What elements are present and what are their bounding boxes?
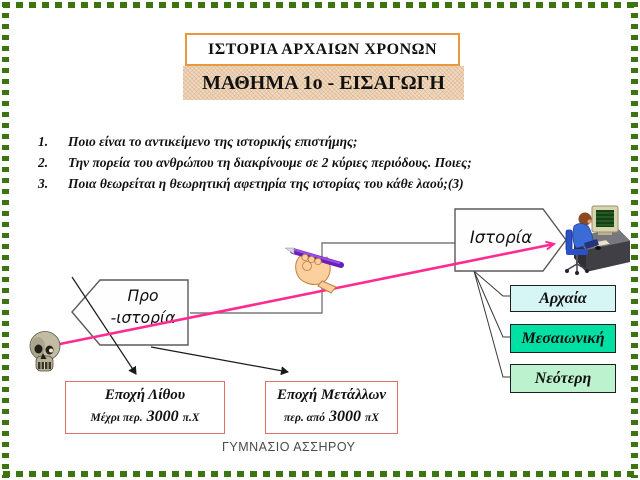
question-text: Την πορεία του ανθρώπου τη διακρίνουμε σ… [68,155,472,170]
era-metal-title: Εποχή Μετάλλων [276,387,387,403]
page-title: ΙΣΤΟΡΙΑ ΑΡΧΑΙΩΝ ΧΡΟΝΩΝ [185,33,460,66]
dashed-border-top [3,2,637,8]
era-stone-title: Εποχή Λίθου [104,387,186,403]
period-box-ancient: Αρχαία [510,285,616,312]
dashed-border-bottom [3,471,637,477]
question-item: 1. Ποιο είναι το αντικείμενο της ιστορικ… [38,131,613,152]
era-metal-dates: περ. από 3000 πΧ [266,408,397,426]
step-connector-line [190,242,457,314]
question-text: Ποια θεωρείται η θεωρητική αφετηρία της … [68,176,464,191]
question-number: 2. [38,155,49,170]
question-number: 3. [38,176,49,191]
period-box-modern: Νεότερη [510,364,616,393]
lesson-subtitle: ΜΑΘΗΜΑ 1ο - ΕΙΣΑΓΩΓΗ [183,66,464,100]
question-item: 3. Ποια θεωρείται η θεωρητική αφετηρία τ… [38,173,613,194]
question-text: Ποιο είναι το αντικείμενο της ιστορικής … [68,134,358,149]
era-metal-year: 3000 [329,408,362,425]
question-number: 1. [38,134,49,149]
question-item: 2. Την πορεία του ανθρώπου τη διακρίνουμ… [38,152,613,173]
school-name: ΓΥΜΝΑΣΙΟ ΑΣΣΗΡΟΥ [222,440,356,454]
era-box-metal: Εποχή Μετάλλων περ. από 3000 πΧ [265,381,398,434]
era-metal-prefix: περ. από [283,412,326,424]
history-label: Ιστορία [469,228,533,247]
dashed-border-left [2,2,9,478]
dashed-border-right [631,2,638,478]
era-stone-year: 3000 [146,408,179,425]
era-stone-prefix: Μέχρι περ. [90,412,143,424]
prehistory-label-line1: Προ [127,287,159,305]
period-box-medieval: Μεσαιωνική [510,324,616,353]
era-box-stone: Εποχή Λίθου Μέχρι περ. 3000 π.Χ [65,381,225,434]
era-stone-dates: Μέχρι περ. 3000 π.Χ [66,408,224,426]
era-stone-suffix: π.Χ [182,412,200,424]
era-metal-suffix: πΧ [365,412,379,424]
prehistory-label: Προ -ιστορία [98,285,188,329]
prehistory-label-line2: -ιστορία [110,309,176,327]
fan-line-medieval [473,270,510,338]
questions-list: 1. Ποιο είναι το αντικείμενο της ιστορικ… [38,131,613,194]
